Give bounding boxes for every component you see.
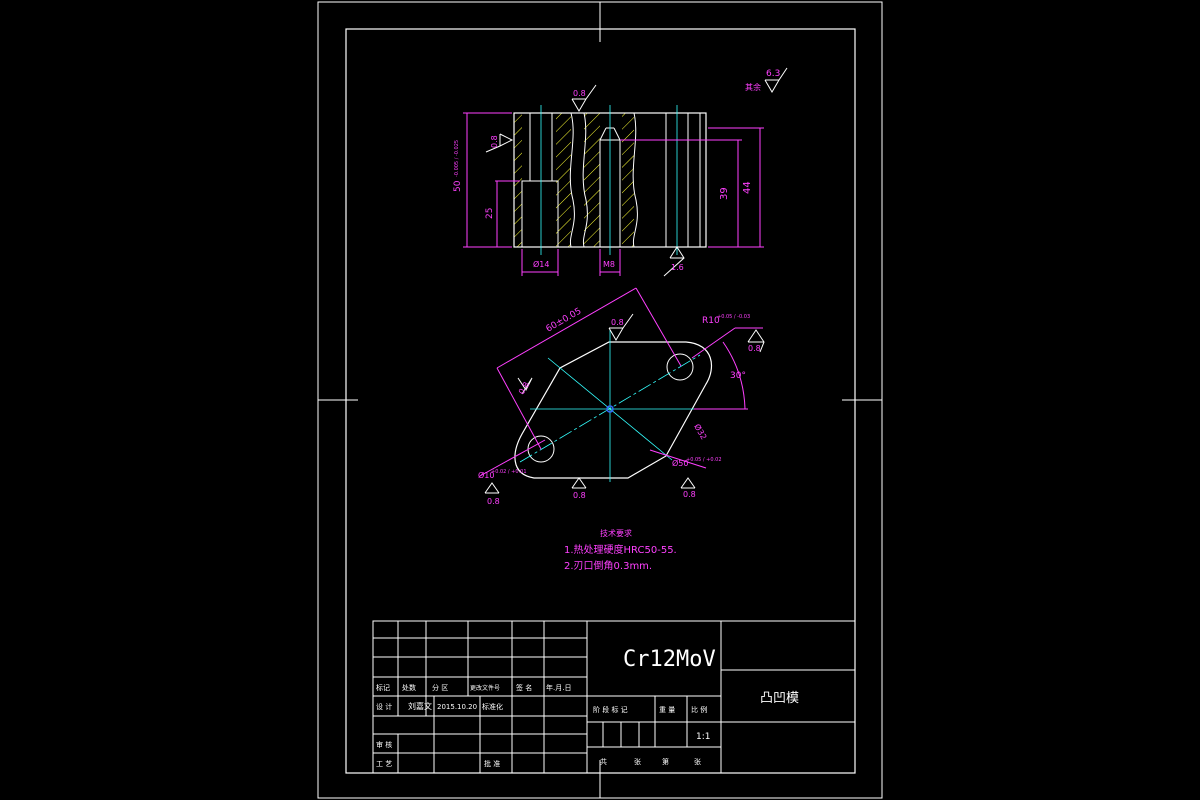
svg-text:刘嘉文: 刘嘉文 xyxy=(408,701,432,711)
svg-text:第: 第 xyxy=(662,757,669,766)
technical-requirements: 技术要求 1.热处理硬度HRC50-55. 2.刃口倒角0.3mm. xyxy=(564,528,677,572)
svg-text:标记: 标记 xyxy=(376,683,390,692)
svg-text:设 计: 设 计 xyxy=(376,702,392,711)
title-block xyxy=(372,620,856,774)
svg-text:阶 段 标 记: 阶 段 标 记 xyxy=(593,705,628,714)
svg-text:分 区: 分 区 xyxy=(432,683,448,692)
svg-text:30°: 30° xyxy=(730,371,746,381)
svg-text:+0.05 / -0.03: +0.05 / -0.03 xyxy=(717,314,750,320)
svg-text:0.8: 0.8 xyxy=(573,89,586,98)
svg-text:张: 张 xyxy=(694,757,701,766)
material-label: Cr12MoV xyxy=(623,647,716,672)
svg-text:Ø10: Ø10 xyxy=(478,470,494,480)
svg-text:R10: R10 xyxy=(702,316,720,326)
svg-text:其余: 其余 xyxy=(745,82,761,92)
svg-text:-0.005 / -0.025: -0.005 / -0.025 xyxy=(454,140,460,177)
svg-text:2015.10.20: 2015.10.20 xyxy=(437,703,477,711)
general-roughness-symbol: 其余 6.3 xyxy=(745,67,788,93)
front-view: 50 -0.005 / -0.025 25 39 44 Ø14 M8 0.8 0… xyxy=(453,84,764,277)
svg-text:Ø14: Ø14 xyxy=(533,259,549,269)
svg-text:1.6: 1.6 xyxy=(671,263,684,272)
svg-text:0.8: 0.8 xyxy=(748,344,761,353)
svg-text:共: 共 xyxy=(600,757,607,766)
svg-text:39: 39 xyxy=(719,187,730,200)
title-block-text: Cr12MoV 凸凹模 1:1 标记 处数 分 区 更改文件号 签 名 年.月.… xyxy=(376,647,799,768)
svg-text:技术要求: 技术要求 xyxy=(600,528,632,538)
svg-text:张: 张 xyxy=(634,757,641,766)
svg-text:Ø32: Ø32 xyxy=(692,422,709,441)
svg-text:2.刃口倒角0.3mm.: 2.刃口倒角0.3mm. xyxy=(564,560,652,572)
svg-text:0.8: 0.8 xyxy=(490,135,499,148)
svg-text:25: 25 xyxy=(485,208,495,219)
svg-text:44: 44 xyxy=(742,181,753,194)
svg-text:签 名: 签 名 xyxy=(516,683,532,692)
svg-text:审 核: 审 核 xyxy=(376,740,392,749)
svg-text:重 量: 重 量 xyxy=(659,706,675,714)
svg-text:批 准: 批 准 xyxy=(484,759,500,768)
svg-text:6.3: 6.3 xyxy=(766,69,780,79)
svg-text:+0.02 / +0.01: +0.02 / +0.01 xyxy=(491,469,527,475)
svg-text:年.月.日: 年.月.日 xyxy=(546,683,571,692)
scale-value: 1:1 xyxy=(696,732,710,742)
svg-text:工 艺: 工 艺 xyxy=(376,760,392,768)
svg-text:0.8: 0.8 xyxy=(573,491,586,500)
top-view: 60±0.05 R10 +0.05 / -0.03 30° Ø10 +0.02 … xyxy=(478,287,765,506)
svg-text:1.热处理硬度HRC50-55.: 1.热处理硬度HRC50-55. xyxy=(564,543,677,556)
svg-text:0.8: 0.8 xyxy=(611,318,624,327)
svg-text:比 例: 比 例 xyxy=(691,705,707,714)
svg-text:更改文件号: 更改文件号 xyxy=(470,684,500,692)
part-name: 凸凹模 xyxy=(760,691,799,706)
svg-text:50: 50 xyxy=(453,180,463,192)
svg-text:标准化: 标准化 xyxy=(482,702,503,711)
svg-text:60±0.05: 60±0.05 xyxy=(545,306,584,334)
svg-text:M8: M8 xyxy=(603,260,615,269)
svg-text:0.8: 0.8 xyxy=(487,497,500,506)
svg-text:0.8: 0.8 xyxy=(683,490,696,499)
svg-text:+0.05 / +0.02: +0.05 / +0.02 xyxy=(686,457,722,463)
svg-text:处数: 处数 xyxy=(402,683,416,692)
svg-text:Ø50: Ø50 xyxy=(672,458,688,468)
